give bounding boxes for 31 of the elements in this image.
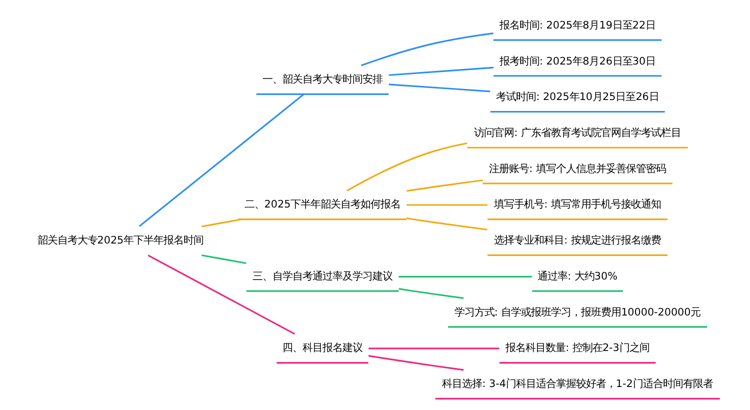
node-text: 访问官网: 广东省教育考试院官网自学考试栏目: [474, 126, 680, 139]
connector: [406, 204, 487, 206]
connector: [346, 142, 467, 192]
node-text: 科目选择: 3-4门科目适合掌握较好者，1-2门适合时间有限者: [442, 378, 712, 390]
node-text: 注册账号: 填写个人信息并妥善保管密码: [488, 162, 666, 175]
connector: [360, 32, 493, 66]
node-text: 一、韶关自考大专时间安排: [262, 74, 382, 86]
connector: [398, 288, 464, 299]
connector: [388, 84, 490, 92]
node-text: 报名时间: 2025年8月19日至22日: [498, 19, 656, 32]
node-text: 三、自学自考通过率及学习建议: [252, 270, 392, 282]
node-text: 报名科目数量: 控制在2-3门之间: [505, 342, 649, 354]
connector: [406, 179, 482, 192]
node-text: 报考时间: 2025年8月26日至30日: [498, 55, 656, 68]
connector: [138, 94, 304, 227]
connector: [406, 218, 487, 230]
connector: [200, 218, 241, 228]
node-text: 通过率: 大约30%: [537, 270, 617, 282]
connector: [147, 254, 295, 335]
connector: [398, 276, 532, 278]
connector: [388, 66, 494, 76]
connector: [368, 355, 464, 371]
connector: [201, 254, 246, 264]
node-text: 四、科目报名建议: [282, 342, 362, 354]
node-text: 韶关自考大专2025年下半年报名时间: [36, 234, 204, 247]
node-text: 选择专业和科目: 按规定进行报名缴费: [494, 234, 660, 247]
node-text: 学习方式: 自学或报班学习，报班费用10000-20000元: [454, 306, 700, 318]
node-text: 考试时间: 2025年10月25日至26日: [496, 91, 658, 104]
node-text: 二、2025下半年韶关自考如何报名: [244, 198, 400, 211]
connector: [368, 348, 499, 350]
node-text: 填写手机号: 填写常用手机号接收通知: [494, 198, 660, 211]
